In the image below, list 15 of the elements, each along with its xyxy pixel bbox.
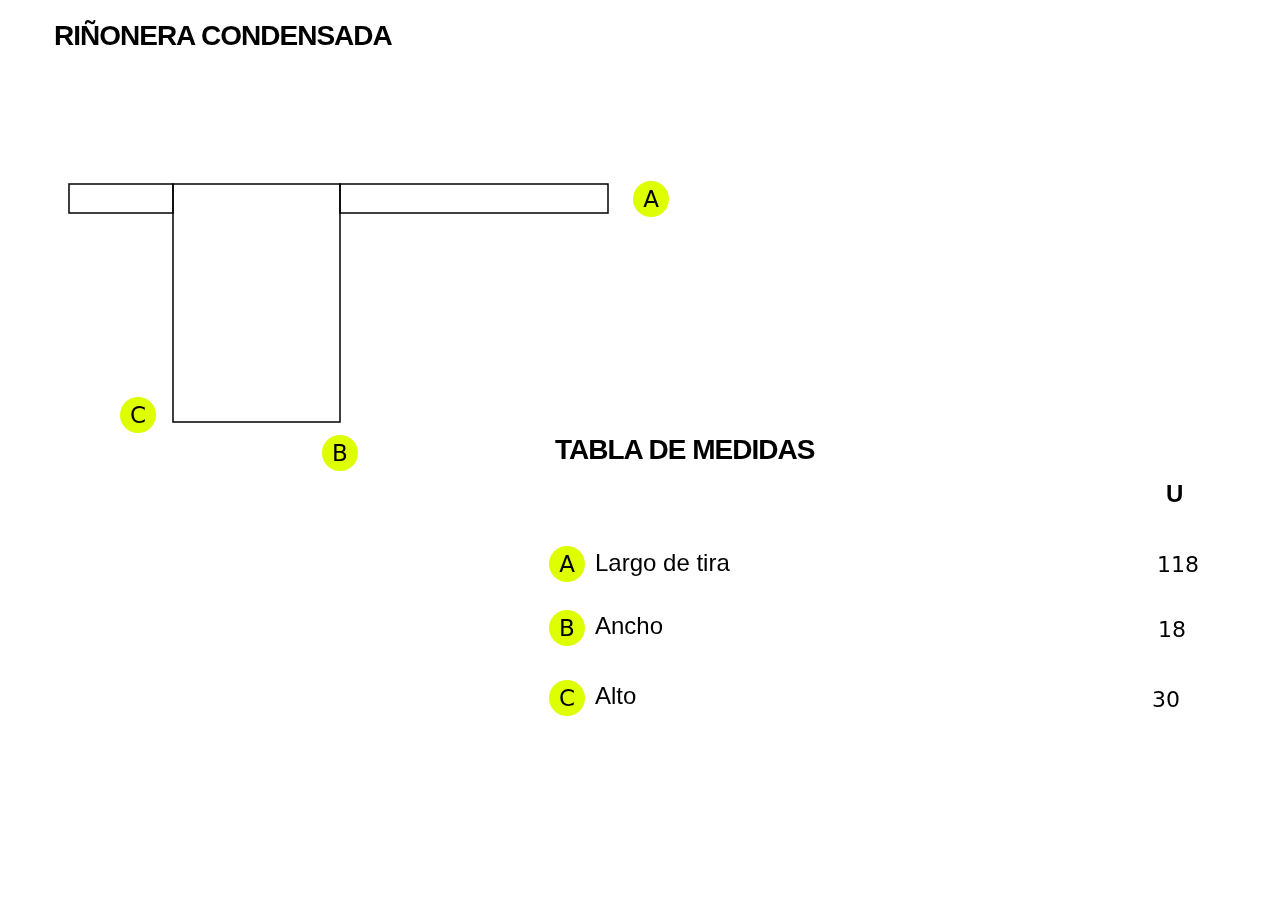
- measure-name: Largo de tira: [595, 549, 730, 577]
- measure-value: 118: [1157, 552, 1199, 577]
- measure-name: Alto: [595, 682, 637, 710]
- callout-letter: B: [549, 610, 585, 646]
- measure-value: 18: [1158, 617, 1186, 642]
- column-header: U: [1166, 480, 1183, 508]
- callout-letter: B: [322, 435, 358, 471]
- callout-letter: C: [120, 397, 156, 433]
- title: RIÑONERA CONDENSADA: [54, 20, 392, 52]
- callout-letter: A: [549, 546, 585, 582]
- measure-value: 30: [1152, 687, 1180, 712]
- measure-name: Ancho: [595, 612, 664, 640]
- table-heading: TABLA DE MEDIDAS: [555, 434, 815, 466]
- callout-letter: C: [549, 680, 585, 716]
- callout-letter: A: [633, 181, 669, 217]
